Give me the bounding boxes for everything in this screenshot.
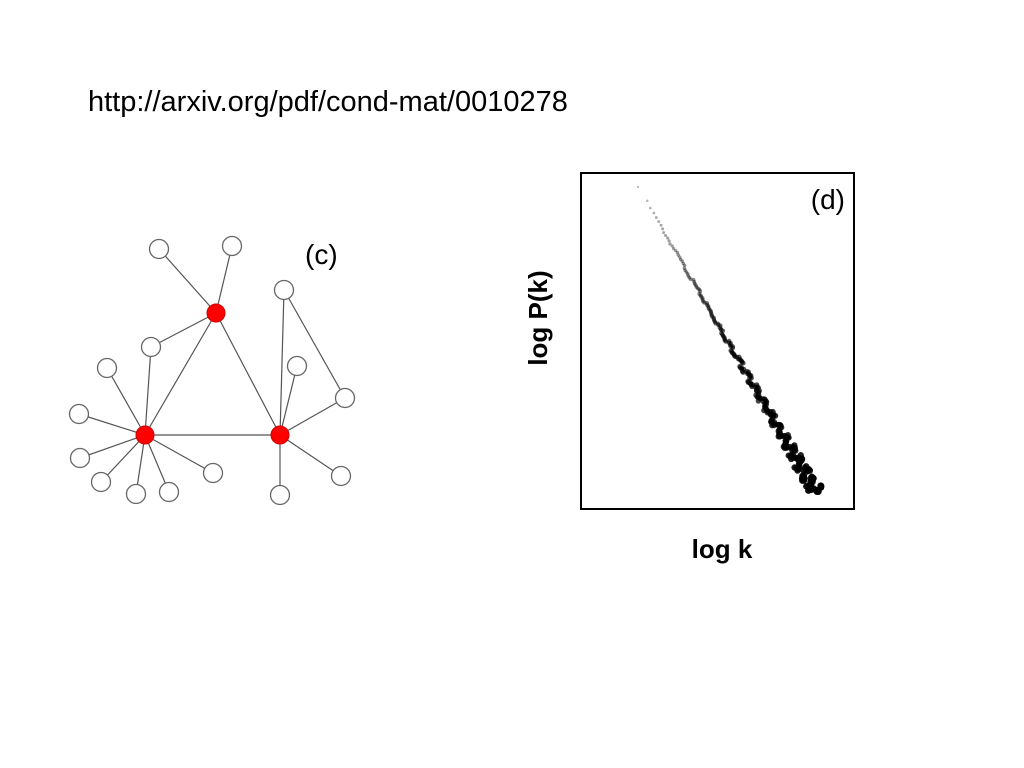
- plot-point: [814, 488, 822, 495]
- plot-point: [668, 242, 672, 246]
- plot-point: [673, 248, 678, 253]
- plot-point: [675, 250, 680, 255]
- hub-node: [270, 425, 290, 445]
- degree-distribution-plot: (d) log k log P(k): [523, 172, 855, 564]
- plot-point: [792, 447, 799, 454]
- hub-node: [206, 303, 226, 323]
- network-node: [125, 483, 147, 505]
- source-url: http://arxiv.org/pdf/cond-mat/0010278: [88, 86, 568, 118]
- plot-point: [682, 263, 687, 268]
- plot-point: [671, 246, 676, 251]
- network-diagram: (c): [68, 235, 356, 506]
- plot-point: [681, 261, 686, 266]
- plot-point: [691, 277, 696, 282]
- network-node: [69, 447, 91, 469]
- network-node: [90, 471, 112, 493]
- plot-point: [676, 253, 680, 257]
- network-node: [96, 357, 118, 379]
- network-edge: [144, 312, 217, 436]
- plot-point: [692, 281, 697, 286]
- plot-points: [636, 185, 825, 495]
- plot-point: [636, 185, 640, 189]
- plot-point: [806, 467, 814, 474]
- network-edge: [144, 434, 214, 474]
- network-node: [202, 462, 224, 484]
- panel-c-label: (c): [305, 239, 338, 270]
- network-edge: [158, 248, 217, 314]
- plot-point: [693, 283, 698, 288]
- network-edge: [279, 365, 298, 436]
- plot-point: [694, 285, 699, 289]
- network-node: [273, 279, 295, 301]
- plot-point: [684, 270, 689, 274]
- plot-point: [661, 227, 665, 231]
- network-edge: [79, 434, 146, 459]
- network-edge: [78, 413, 146, 436]
- plot-point: [697, 287, 702, 292]
- network-node: [334, 387, 356, 409]
- plot-point: [648, 206, 652, 210]
- plot-point: [666, 236, 670, 240]
- plot-point: [683, 268, 687, 273]
- plot-point: [685, 271, 690, 276]
- plot-point: [748, 375, 754, 381]
- plot-point: [680, 259, 685, 264]
- plot-point: [698, 289, 703, 294]
- network-edge: [150, 312, 217, 348]
- plot-point: [688, 277, 693, 282]
- plot-point: [657, 220, 661, 224]
- network-node: [221, 235, 243, 257]
- plot-point: [659, 223, 663, 227]
- network-node: [158, 481, 180, 503]
- plot-point: [794, 467, 801, 474]
- network-edge: [279, 289, 285, 436]
- plot-point: [667, 239, 671, 243]
- x-axis-label: log k: [692, 534, 753, 564]
- network-node: [330, 465, 352, 487]
- plot-point: [646, 199, 649, 203]
- network-edge: [279, 434, 342, 477]
- network-node: [286, 355, 308, 377]
- plot-point: [678, 255, 682, 259]
- network-edge: [106, 367, 146, 436]
- network-edges: [78, 245, 346, 495]
- plot-point: [664, 233, 668, 238]
- plot-point: [678, 257, 683, 262]
- network-node: [68, 403, 90, 425]
- plot-point: [740, 360, 746, 366]
- plot-point: [695, 286, 700, 291]
- network-node: [269, 484, 291, 506]
- plot-point: [654, 216, 658, 220]
- panel-d-label: (d): [811, 184, 845, 215]
- network-edge: [144, 346, 152, 436]
- plot-point: [686, 274, 691, 278]
- network-edge: [283, 289, 346, 399]
- plot-point: [662, 231, 666, 235]
- plot-point: [692, 279, 697, 284]
- network-edge: [215, 312, 281, 436]
- plot-point: [670, 244, 674, 248]
- network-node: [140, 336, 162, 358]
- plot-point: [755, 398, 762, 404]
- plot-point: [687, 275, 692, 280]
- y-axis-label: log P(k): [523, 270, 553, 365]
- network-edge: [215, 245, 233, 314]
- plot-point: [682, 266, 687, 270]
- plot-frame: [580, 172, 855, 510]
- network-edge: [144, 434, 170, 493]
- plot-point: [652, 211, 656, 215]
- plot-point: [800, 477, 808, 484]
- network-nodes: [68, 235, 356, 506]
- network-edge: [279, 397, 346, 436]
- network-edge: [100, 434, 146, 483]
- hub-node: [135, 425, 155, 445]
- network-node: [148, 238, 170, 260]
